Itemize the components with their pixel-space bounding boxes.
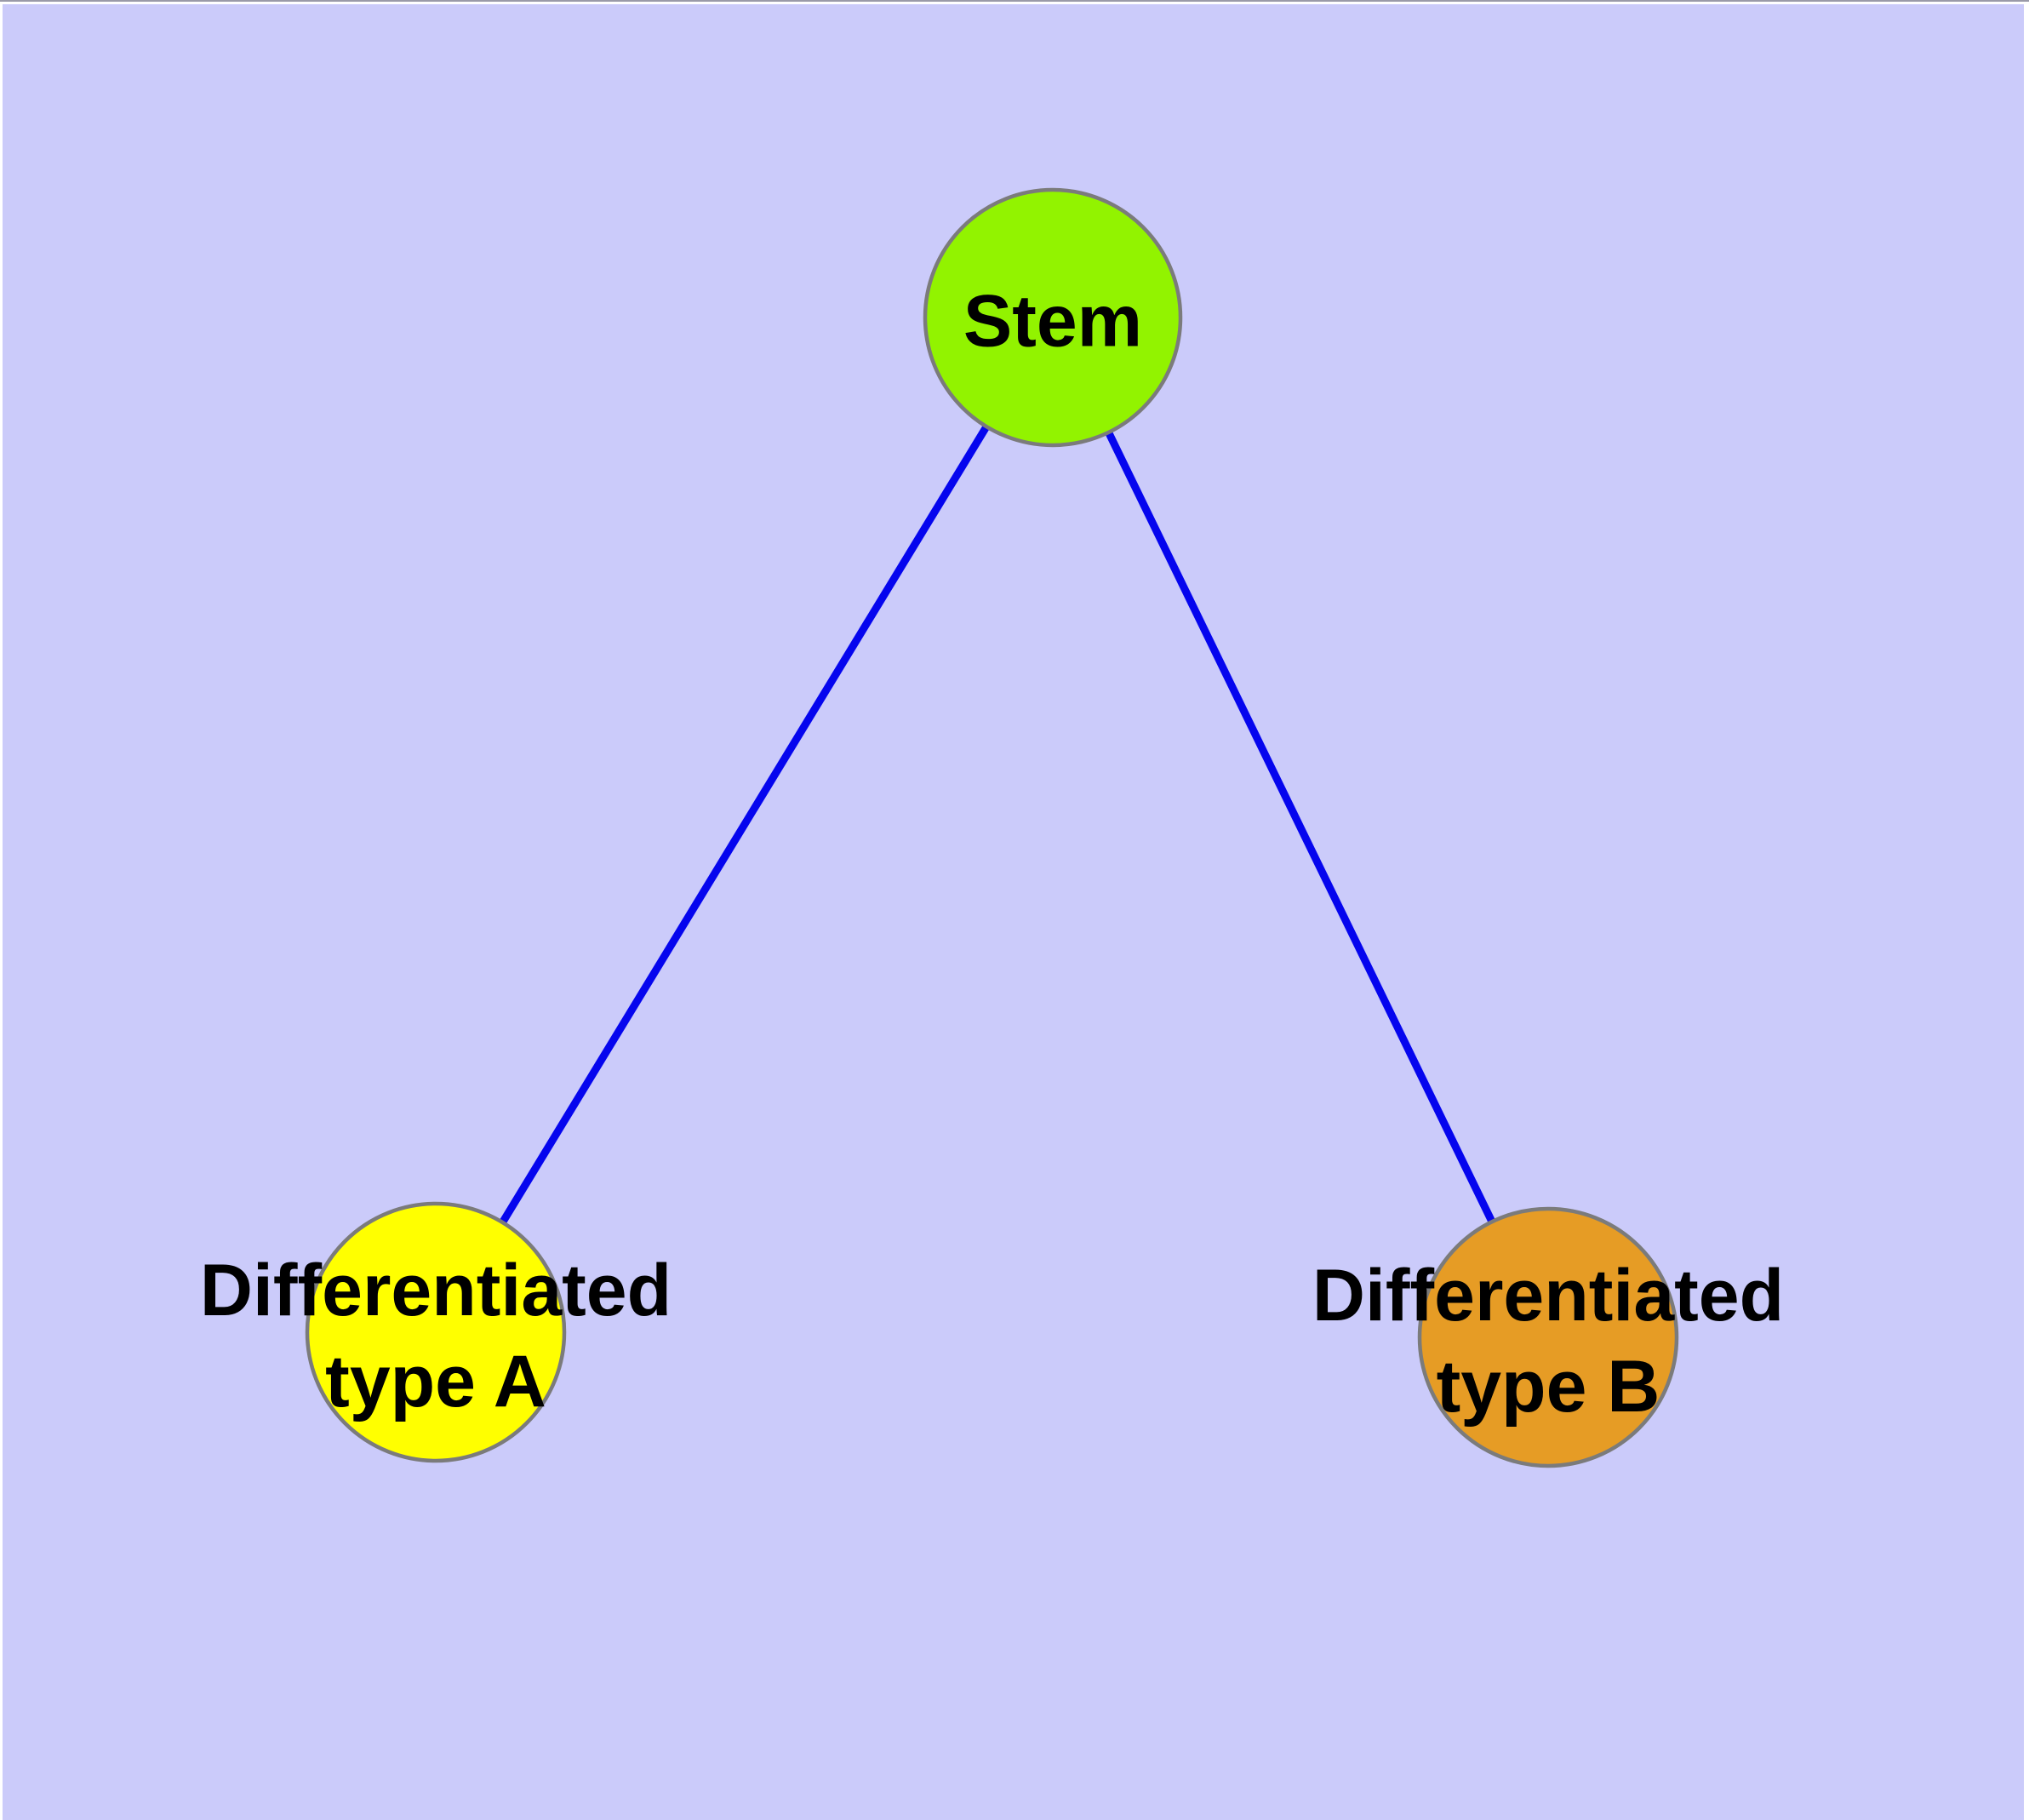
node-type-b-label-line2: type B bbox=[1436, 1346, 1660, 1428]
top-edge-line bbox=[0, 0, 2029, 2]
node-stem-label-line1: Stem bbox=[963, 280, 1143, 363]
node-type-a-circle bbox=[305, 1201, 567, 1463]
node-type-b-circle bbox=[1417, 1206, 1679, 1468]
node-type-a-label-line1: Differentiated bbox=[199, 1250, 672, 1331]
node-type-a-label-line2: type A bbox=[325, 1341, 546, 1422]
node-type-b-label-line1: Differentiated bbox=[1312, 1255, 1785, 1336]
edge-stem-type-b bbox=[1049, 316, 1552, 1339]
edges-layer bbox=[432, 315, 1552, 1339]
nodes-layer bbox=[305, 187, 1679, 1468]
node-type-b-label: Differentiated type B bbox=[1312, 1251, 1784, 1433]
node-stem-label: Stem bbox=[963, 277, 1142, 368]
node-type-a-label: Differentiated type A bbox=[200, 1245, 672, 1428]
edge-stem-type-a bbox=[432, 315, 1056, 1335]
node-stem-circle bbox=[923, 187, 1183, 448]
